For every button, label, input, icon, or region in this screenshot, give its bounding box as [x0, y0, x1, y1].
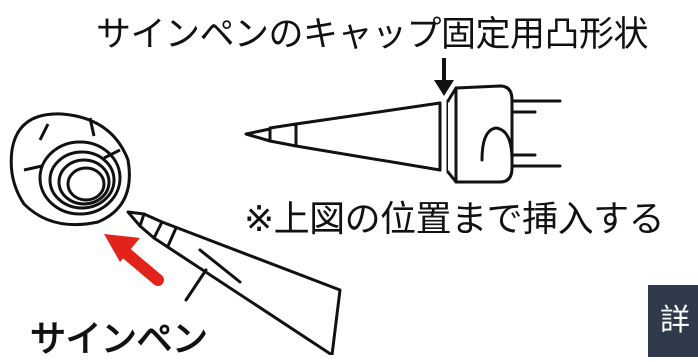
cap-body-top: [446, 84, 514, 184]
details-button[interactable]: 詳: [648, 285, 698, 357]
sign-pen-bottom: [126, 210, 342, 355]
sign-pen-label: サインペン: [30, 319, 208, 360]
pen-tip-bottom: [126, 210, 146, 228]
insert-position-note: ※上図の位置まで挿入する: [244, 199, 665, 240]
pen-tip-collar: [268, 122, 298, 148]
cap-clip-arch: [480, 126, 514, 162]
down-arrow: [434, 58, 454, 96]
insertion-arrow-red: [104, 234, 164, 286]
cap-ring: [9, 112, 131, 227]
pen-barrel-top: [294, 101, 442, 172]
top-pen-assembly: [244, 84, 562, 184]
pen-tip-top: [244, 127, 272, 143]
cap-fixing-bump-caption: サインペンのキャップ固定用凸形状: [96, 15, 649, 55]
cap-prongs: [510, 99, 562, 168]
